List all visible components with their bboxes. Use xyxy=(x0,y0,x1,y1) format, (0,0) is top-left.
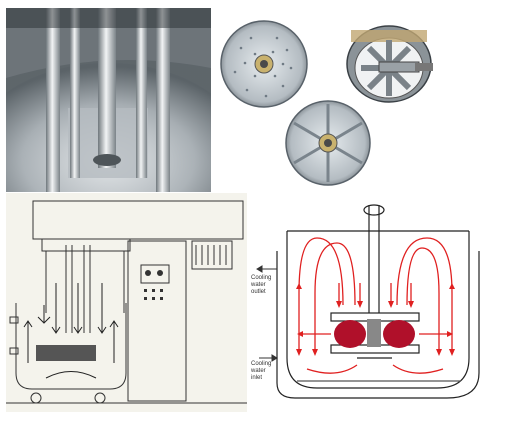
rod xyxy=(46,8,60,192)
main-shaft xyxy=(98,8,116,168)
control-cabinet xyxy=(127,240,187,402)
cooling-outlet-label-1: Cooling xyxy=(251,275,271,281)
shaft-top xyxy=(363,204,385,216)
grinding-media xyxy=(334,320,415,348)
motor xyxy=(191,240,233,270)
vessel-wall xyxy=(286,231,470,389)
perforated-disk xyxy=(220,20,308,108)
cooling-inlet-label-3: inlet xyxy=(251,375,262,381)
cooling-outlet-label-3: outlet xyxy=(251,289,266,295)
tank-interior-photo xyxy=(6,8,211,192)
mill-machine-drawing xyxy=(6,193,247,412)
flow-arrows xyxy=(298,237,453,374)
cooling-outlet-label-2: water xyxy=(250,282,266,288)
grinding-disks-photo xyxy=(211,8,439,192)
rod xyxy=(70,8,80,178)
flow-arrows xyxy=(23,283,119,379)
cooling-inlet-label-2: water xyxy=(250,368,266,374)
cooling-inlet-label-1: Cooling xyxy=(251,361,271,367)
flow-diagram: Cooling water outlet Cooling water inlet xyxy=(247,193,487,412)
slotted-disk xyxy=(285,100,371,186)
rod xyxy=(156,8,170,192)
grinding-media xyxy=(36,345,96,361)
cooling-jacket xyxy=(276,251,480,399)
machine-head xyxy=(32,200,244,240)
rod xyxy=(136,8,147,178)
vessel xyxy=(15,303,127,390)
rotor-assembly xyxy=(346,25,433,103)
